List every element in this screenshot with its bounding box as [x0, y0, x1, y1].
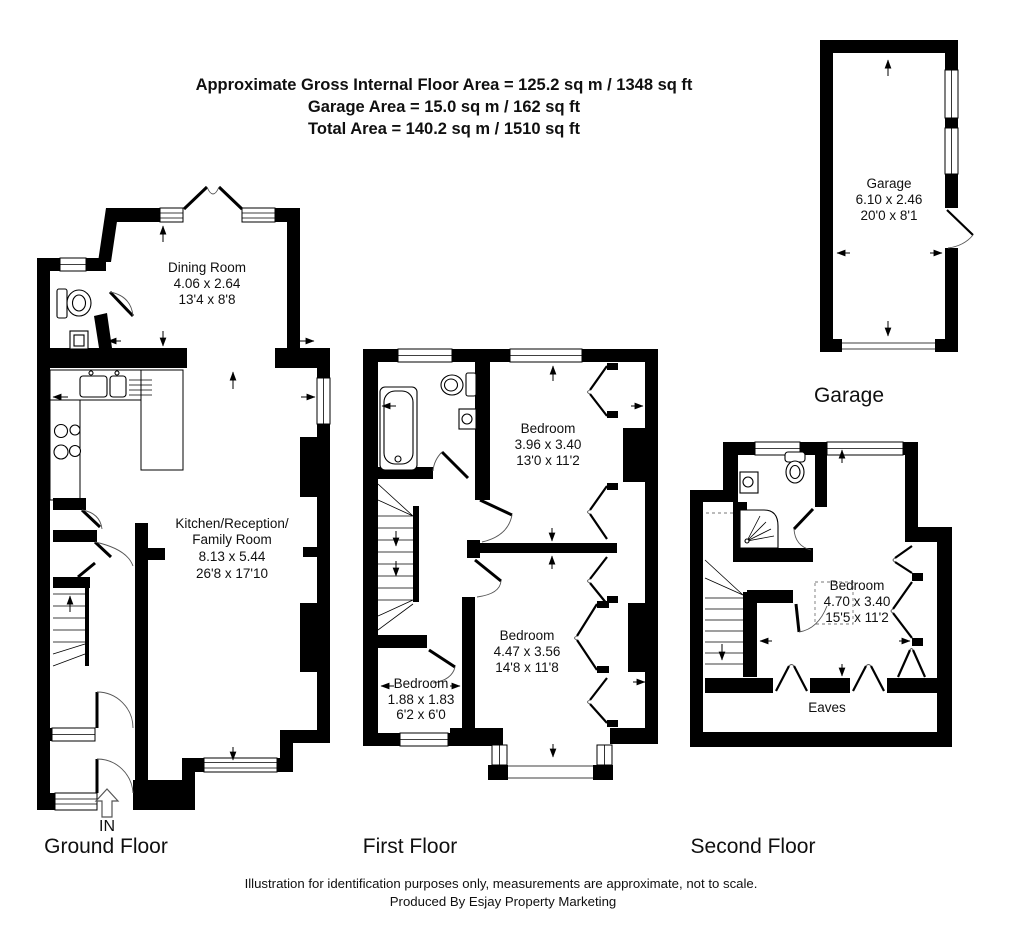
bath-icon [379, 386, 418, 471]
entrance-in-arrow-icon [94, 788, 120, 818]
header-area-summary: Approximate Gross Internal Floor Area = … [196, 76, 693, 138]
first-floor-title: First Floor [363, 835, 458, 858]
bedroom3-label: Bedroom 1.88 x 1.83 6'2 x 6'0 [388, 676, 455, 722]
footer-disclaimer: Illustration for identification purposes… [245, 876, 758, 909]
kitchen-sink-icon [79, 370, 152, 398]
svg-text:Bedroom: Bedroom [394, 676, 449, 691]
total-area-text: Total Area = 140.2 sq m / 1510 sq ft [308, 120, 580, 138]
french-doors [182, 185, 244, 211]
second-floor-dimension-arrows [759, 449, 911, 677]
first-floor-dimension-arrows [380, 365, 646, 758]
svg-text:Bedroom: Bedroom [521, 421, 576, 436]
garage-side-door [946, 209, 974, 249]
second-floor-wardrobe-doors [775, 545, 927, 692]
shower-toilet-icon [784, 451, 806, 484]
svg-text:13'0 x 11'2: 13'0 x 11'2 [516, 453, 579, 468]
shower-icon [739, 509, 779, 549]
svg-text:6.10 x 2.46: 6.10 x 2.46 [856, 192, 923, 207]
second-floor-plan: Bedroom 4.70 x 3.40 15'5 x 11'2 Eaves [690, 441, 952, 747]
garage-plan: Garage 6.10 x 2.46 20'0 x 8'1 [820, 40, 974, 352]
svg-text:8.13 x 5.44: 8.13 x 5.44 [199, 549, 266, 564]
svg-text:15'5 x 11'2: 15'5 x 11'2 [825, 610, 888, 625]
svg-text:4.06 x 2.64: 4.06 x 2.64 [174, 276, 241, 291]
svg-text:13'4 x 8'8: 13'4 x 8'8 [179, 292, 236, 307]
svg-text:Garage: Garage [866, 176, 911, 191]
ground-floor-plan: IN Dining Room 4.06 x 2.64 13'4 x 8'8 Ki… [37, 185, 331, 835]
ground-floor-title: Ground Floor [44, 835, 168, 858]
first-floor-staircase [377, 483, 414, 631]
bedroom2-label: Bedroom 4.47 x 3.56 14'8 x 11'8 [494, 628, 561, 675]
svg-text:Bedroom: Bedroom [500, 628, 555, 643]
svg-text:Family Room: Family Room [192, 532, 272, 547]
disclaimer-text: Illustration for identification purposes… [245, 876, 758, 891]
first-floor-windows [397, 348, 613, 779]
svg-text:1.88 x 1.83: 1.88 x 1.83 [388, 692, 455, 707]
bedroom1-label: Bedroom 3.96 x 3.40 13'0 x 11'2 [515, 421, 582, 468]
first-floor-plan: Bedroom 3.96 x 3.40 13'0 x 11'2 Bedroom … [363, 348, 658, 780]
second-floor-windows [754, 441, 904, 456]
second-floor-walls [690, 442, 952, 747]
restricted-height-dashed-outline [814, 581, 854, 625]
svg-text:Dining Room: Dining Room [168, 260, 246, 275]
second-floor-doors [792, 507, 828, 633]
svg-text:4.47 x 3.56: 4.47 x 3.56 [494, 644, 561, 659]
svg-text:6'2 x 6'0: 6'2 x 6'0 [396, 707, 445, 722]
svg-text:Bedroom: Bedroom [830, 578, 885, 593]
svg-text:20'0 x 8'1: 20'0 x 8'1 [861, 208, 918, 223]
dining-room-label: Dining Room 4.06 x 2.64 13'4 x 8'8 [168, 260, 246, 307]
shower-sink-icon [739, 471, 759, 494]
bathroom-sink-icon [458, 408, 477, 430]
first-floor-doors [428, 450, 513, 684]
first-floor-wardrobe-doors [574, 365, 608, 724]
bedroom4-label: Bedroom 4.70 x 3.40 15'5 x 11'2 [824, 578, 891, 625]
svg-text:3.96 x 3.40: 3.96 x 3.40 [515, 437, 582, 452]
ground-floor-staircase [52, 593, 86, 667]
garage-area-text: Garage Area = 15.0 sq m / 162 sq ft [308, 98, 581, 116]
svg-text:4.70 x 3.40: 4.70 x 3.40 [824, 594, 891, 609]
wc-sink-icon [69, 330, 89, 350]
garage-title: Garage [814, 384, 884, 407]
ground-floor-walls [37, 208, 330, 810]
eaves-label: Eaves [808, 700, 846, 715]
hob-icon [53, 423, 82, 460]
second-floor-staircase [704, 512, 744, 665]
second-floor-title: Second Floor [691, 835, 816, 858]
ground-floor-dimension-arrows [52, 225, 316, 761]
first-floor-walls [363, 349, 658, 780]
svg-text:26'8 x 17'10: 26'8 x 17'10 [196, 566, 268, 581]
garage-door [842, 342, 935, 350]
kitchen-reception-label: Kitchen/Reception/ Family Room 8.13 x 5.… [175, 516, 289, 581]
garage-dimension-arrows [836, 59, 943, 337]
svg-text:Kitchen/Reception/: Kitchen/Reception/ [175, 516, 289, 531]
ground-floor-doors [77, 290, 135, 794]
producer-text: Produced By Esjay Property Marketing [390, 894, 617, 909]
gross-internal-area-text: Approximate Gross Internal Floor Area = … [196, 76, 693, 94]
svg-text:14'8 x 11'8: 14'8 x 11'8 [495, 660, 558, 675]
garage-room-label: Garage 6.10 x 2.46 20'0 x 8'1 [856, 176, 923, 223]
wc-toilet-icon [56, 288, 92, 319]
floor-titles: Ground Floor First Floor Second Floor Ga… [44, 384, 884, 858]
entrance-in-label: IN [99, 818, 115, 835]
bathroom-toilet-icon [440, 372, 477, 397]
garage-windows [944, 69, 959, 175]
